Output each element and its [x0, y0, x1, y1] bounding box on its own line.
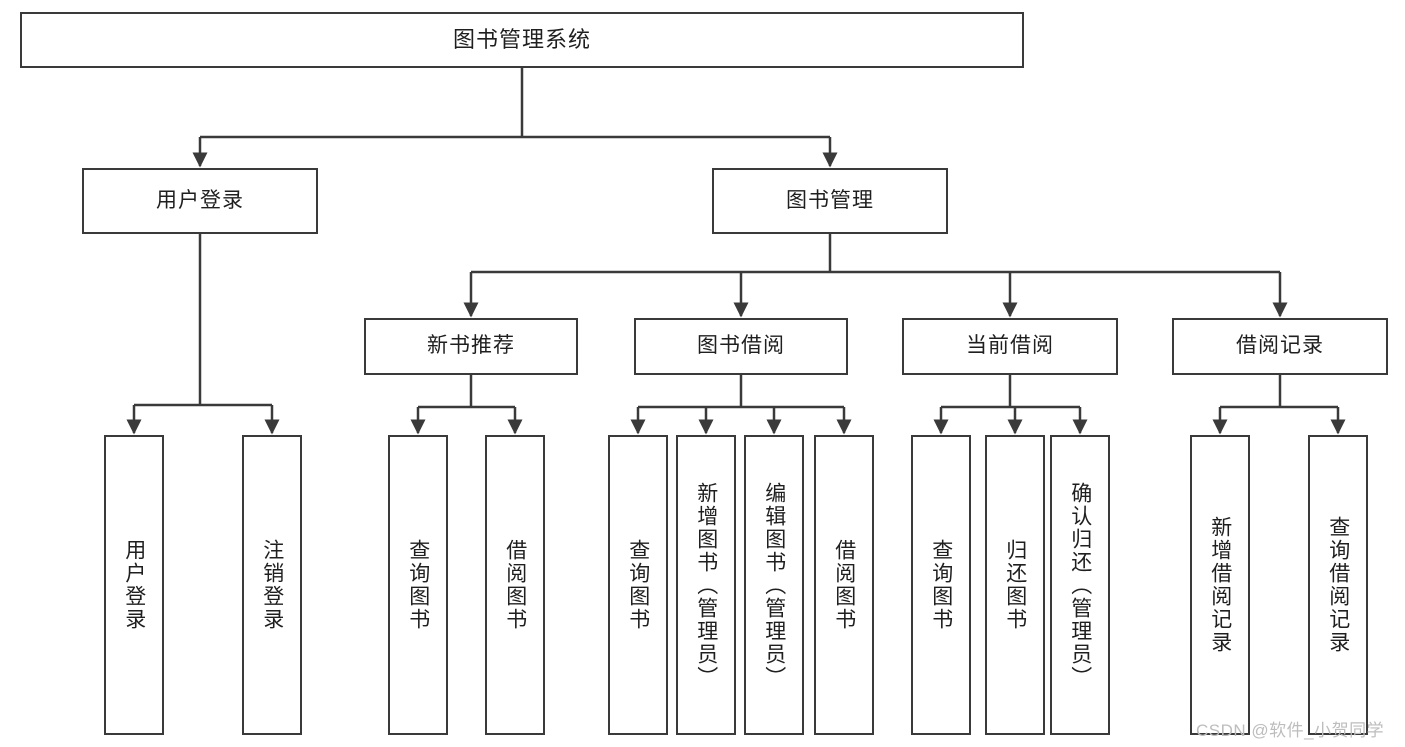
leaf-query-borrow-record[interactable]: 查询借阅记录 [1308, 435, 1368, 735]
leaf-logout[interactable]: 注销登录 [242, 435, 302, 735]
node-label: 注销登录 [260, 539, 284, 631]
node-label: 用户登录 [156, 188, 244, 212]
leaf-edit-book-admin[interactable]: 编辑图书（管理员） [744, 435, 804, 735]
node-label: 借阅图书 [503, 539, 527, 631]
leaf-user-login[interactable]: 用户登录 [104, 435, 164, 735]
node-root[interactable]: 图书管理系统 [20, 12, 1024, 68]
node-book-borrow[interactable]: 图书借阅 [634, 318, 848, 375]
leaf-add-book-admin[interactable]: 新增图书（管理员） [676, 435, 736, 735]
node-label: 查询图书 [929, 539, 953, 631]
leaf-query-book-current[interactable]: 查询图书 [911, 435, 971, 735]
leaf-add-borrow-record[interactable]: 新增借阅记录 [1190, 435, 1250, 735]
node-label: 借阅图书 [832, 539, 856, 631]
leaf-confirm-return-admin[interactable]: 确认归还（管理员） [1050, 435, 1110, 735]
node-label: 新书推荐 [427, 334, 515, 358]
node-label: 查询图书 [626, 539, 650, 631]
leaf-borrow-book[interactable]: 借阅图书 [814, 435, 874, 735]
node-label: 新增图书（管理员） [694, 481, 718, 689]
node-label: 编辑图书（管理员） [762, 481, 786, 689]
node-label: 图书管理 [786, 188, 874, 212]
node-book-management[interactable]: 图书管理 [712, 168, 948, 234]
node-borrow-record[interactable]: 借阅记录 [1172, 318, 1388, 375]
node-label: 确认归还（管理员） [1068, 481, 1092, 689]
node-label: 查询借阅记录 [1326, 516, 1350, 654]
node-user-login[interactable]: 用户登录 [82, 168, 318, 234]
node-current-borrow[interactable]: 当前借阅 [902, 318, 1118, 375]
leaf-query-book-recommend[interactable]: 查询图书 [388, 435, 448, 735]
leaf-return-book[interactable]: 归还图书 [985, 435, 1045, 735]
node-label: 查询图书 [406, 539, 430, 631]
watermark: CSDN @软件_小贺同学 [1196, 721, 1385, 740]
node-new-book-recommendation[interactable]: 新书推荐 [364, 318, 578, 375]
node-label: 用户登录 [122, 539, 146, 631]
node-label: 图书借阅 [697, 334, 785, 358]
leaf-query-book-borrow[interactable]: 查询图书 [608, 435, 668, 735]
node-label: 新增借阅记录 [1208, 516, 1232, 654]
node-label: 当前借阅 [966, 334, 1054, 358]
node-label: 图书管理系统 [452, 27, 591, 53]
node-label: 归还图书 [1003, 539, 1027, 631]
leaf-borrow-book-recommend[interactable]: 借阅图书 [485, 435, 545, 735]
node-label: 借阅记录 [1236, 334, 1324, 358]
